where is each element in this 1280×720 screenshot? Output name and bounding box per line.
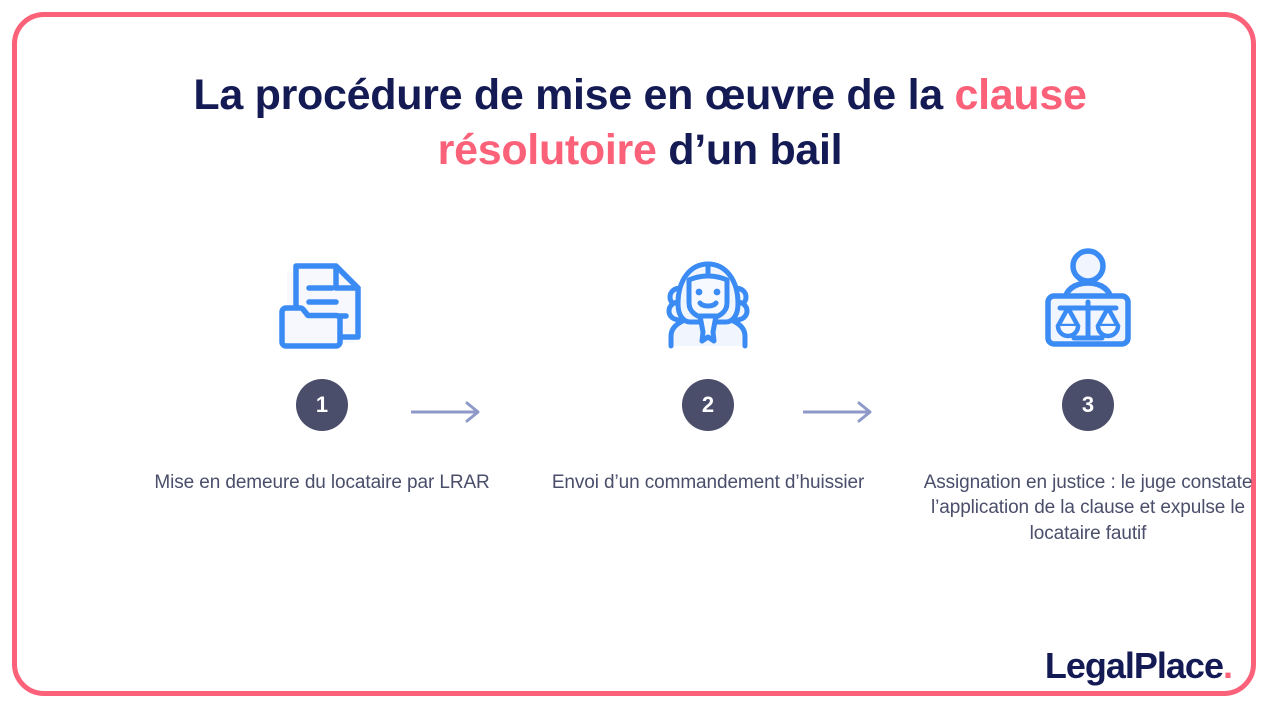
steps-container: 1 Mise en demeure du locataire par LRAR bbox=[60, 240, 1252, 620]
step-2-badge-row: 2 bbox=[528, 360, 888, 450]
title-part-2: d’un bail bbox=[656, 126, 843, 175]
title-part-1: La procédure de mise en œuvre de la bbox=[193, 71, 955, 119]
legalplace-logo: LegalPlace. bbox=[1044, 645, 1233, 686]
step-3-icon-box bbox=[908, 240, 1268, 360]
logo-text: LegalPlace bbox=[1044, 645, 1224, 686]
step-number-badge: 1 bbox=[296, 379, 348, 431]
bailiff-wig-icon bbox=[656, 246, 760, 355]
step-3-caption: Assignation en justice : le juge constat… bbox=[923, 472, 1253, 544]
step-1-caption: Mise en demeure du locataire par LRAR bbox=[154, 472, 490, 493]
step-2-caption: Envoi d’un commandement d’huissier bbox=[551, 472, 865, 493]
step-3-badge-row: 3 bbox=[908, 360, 1268, 450]
step-2-icon-box bbox=[528, 240, 888, 360]
title-accent: clause résolutoire bbox=[437, 71, 1087, 175]
arrow-step2-to-step3 bbox=[802, 400, 876, 424]
step-number-badge: 2 bbox=[682, 379, 734, 431]
document-folder-icon bbox=[274, 246, 370, 355]
logo-dot: . bbox=[1222, 645, 1233, 686]
step-1-icon-box bbox=[142, 240, 502, 360]
step-item-2: 2 Envoi d’un commandement d’huissier bbox=[528, 240, 888, 495]
step-number-badge: 3 bbox=[1062, 379, 1114, 431]
arrow-step1-to-step2 bbox=[410, 400, 484, 424]
step-item-3: 3 Assignation en justice : le juge const… bbox=[908, 240, 1268, 546]
page-title: La procédure de mise en œuvre de la clau… bbox=[140, 68, 1140, 178]
step-item-1: 1 Mise en demeure du locataire par LRAR bbox=[142, 240, 502, 495]
judge-bench-scales-icon bbox=[1036, 246, 1140, 355]
pink-border-frame bbox=[12, 12, 1256, 696]
step-1-badge-row: 1 bbox=[142, 360, 502, 450]
